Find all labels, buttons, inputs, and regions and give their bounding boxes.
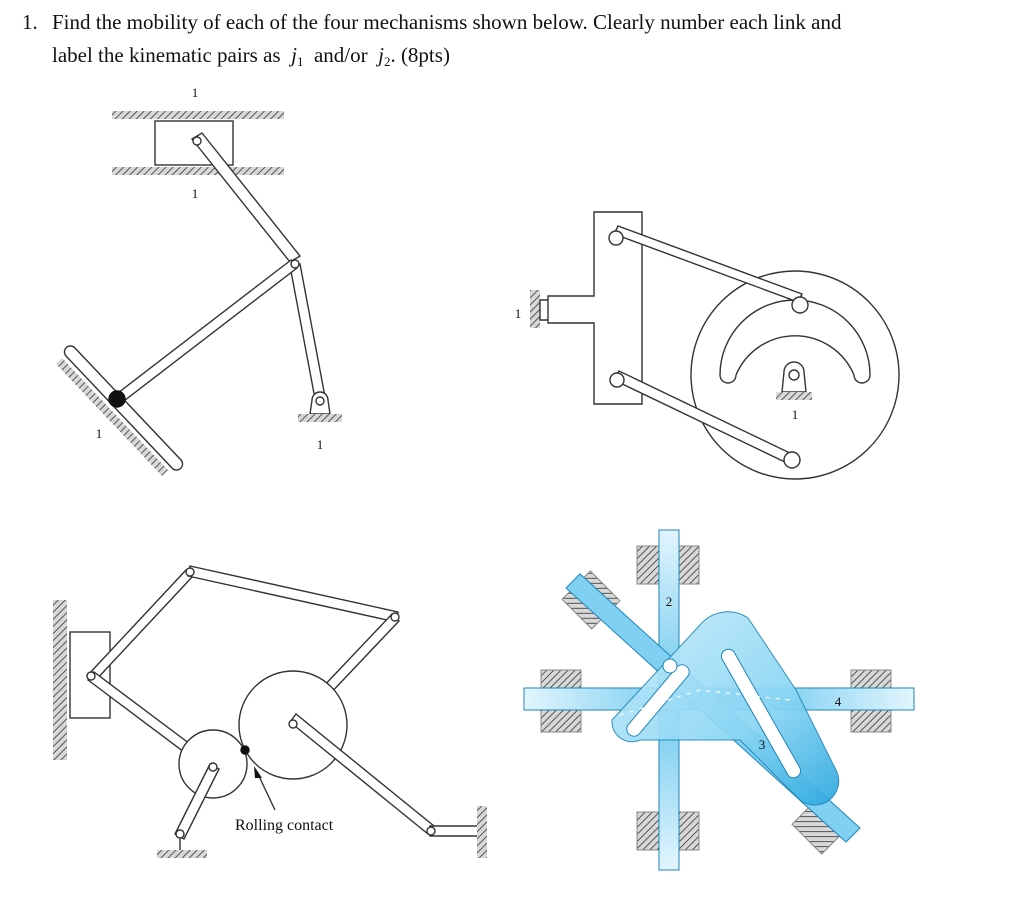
pin-disk-rim (783, 451, 801, 469)
pin-middle (290, 259, 300, 269)
ground-top-guide (112, 111, 284, 119)
t-shaped-plate (547, 211, 643, 405)
link-upper (613, 225, 803, 303)
ground-bottom-hatch (157, 850, 207, 858)
figure-3-rolling-contact (53, 565, 487, 858)
rolling-contact-label: Rolling contact (235, 817, 334, 834)
curved-slot (719, 299, 871, 384)
figure-4-blue-slider-mechanism (523, 529, 915, 871)
link-top (187, 565, 399, 623)
slot-right-link-3 (720, 648, 802, 779)
question-line-2: label the kinematic pairs as j1 and/or j… (52, 39, 450, 78)
fig1-label-guide: 1 (192, 186, 199, 201)
fig1-label-top: 1 (192, 85, 199, 100)
fig4-label-link-4: 4 (835, 694, 842, 709)
pin-ground-bottom (175, 829, 185, 839)
ground-left-wall-hatch (53, 600, 67, 760)
pin-ground (315, 396, 325, 406)
pin-small-wheel (208, 762, 218, 772)
pin-right-end (426, 826, 436, 836)
pair-j2-subscript: 2 (383, 54, 391, 69)
figure-4-labels: 2 3 4 (666, 594, 842, 752)
link-slider-to-joint (190, 132, 302, 263)
question-line-2-start: label the kinematic pairs as (52, 43, 281, 67)
rolling-contact-point (240, 745, 250, 755)
slot-slider-pin (108, 390, 126, 408)
link-joint-to-ground (289, 263, 327, 405)
pin-link-3 (662, 658, 678, 674)
oblique-slot-bar (63, 345, 184, 471)
pin-plate-upper (608, 230, 624, 246)
fig4-label-link-2: 2 (666, 594, 673, 609)
link-joint-to-slot (113, 259, 298, 405)
ground-right-hatch (477, 806, 487, 858)
question-line-2-end: . (8pts) (390, 43, 450, 67)
slot-left-link-3 (626, 664, 690, 737)
link-top-left (85, 569, 195, 683)
link-right-diagonal (319, 612, 400, 699)
pin-slot-follower (791, 296, 809, 314)
pin-disk-center (788, 369, 800, 381)
figure-2-disk-mechanism (530, 211, 900, 480)
ground-bottom-guide (112, 167, 284, 175)
figure-2-labels: 1 1 (515, 306, 799, 422)
slot-path-dashes (619, 689, 791, 716)
question-line-1: Find the mobility of each of the four me… (52, 10, 842, 34)
pin-top-right (390, 612, 400, 622)
ground-oblique-hatch (56, 358, 168, 476)
pin-large-wheel (288, 719, 298, 729)
rolling-contact-arrowhead (254, 766, 262, 778)
question-number: 1. (22, 10, 38, 34)
pin-top-left (185, 567, 195, 577)
pair-j1-letter: j (291, 43, 297, 67)
ground-left-hatch (530, 290, 540, 328)
figure-1-slider-mechanism (56, 111, 342, 476)
fig1-label-bottom: 1 (317, 437, 324, 452)
link-right-pivot (429, 825, 479, 837)
fig2-label-center: 1 (792, 407, 799, 422)
pair-j2-letter: j (378, 43, 384, 67)
pin-left-slider (86, 671, 96, 681)
fig1-label-left: 1 (96, 426, 103, 441)
question-connector: and/or (313, 43, 368, 67)
figure-1-labels: 1 1 1 1 (96, 85, 324, 452)
rolling-contact-leader (256, 771, 276, 811)
pin-plate-lower (609, 372, 625, 388)
pair-j1-subscript: 1 (296, 54, 304, 69)
disk-pivot-hatch (776, 392, 812, 400)
pin-slider (192, 136, 202, 146)
fig2-label-left: 1 (515, 306, 522, 321)
fig4-label-link-3: 3 (759, 737, 766, 752)
ground-pivot-hatch (298, 414, 342, 422)
